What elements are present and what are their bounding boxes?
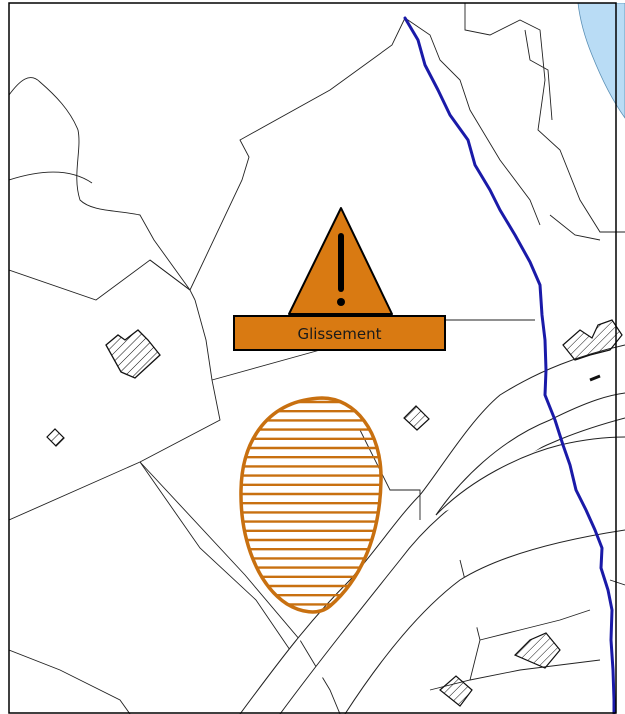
water-body bbox=[577, 3, 625, 119]
warning-label: Glissement bbox=[297, 325, 381, 343]
exclamation-dot bbox=[337, 298, 345, 306]
stream-line bbox=[403, 16, 616, 714]
building bbox=[46, 428, 65, 447]
building bbox=[105, 329, 161, 379]
building bbox=[403, 405, 430, 431]
map-frame-border bbox=[8, 2, 617, 714]
building bbox=[439, 675, 473, 707]
road-network bbox=[239, 344, 625, 714]
building bbox=[562, 319, 623, 382]
buildings bbox=[46, 319, 623, 707]
hazard-outline bbox=[239, 396, 383, 614]
building bbox=[513, 632, 561, 669]
warning-sign[interactable]: Glissement bbox=[233, 207, 446, 351]
cadastral-parcels bbox=[9, 3, 625, 714]
warning-label-box bbox=[233, 315, 446, 351]
